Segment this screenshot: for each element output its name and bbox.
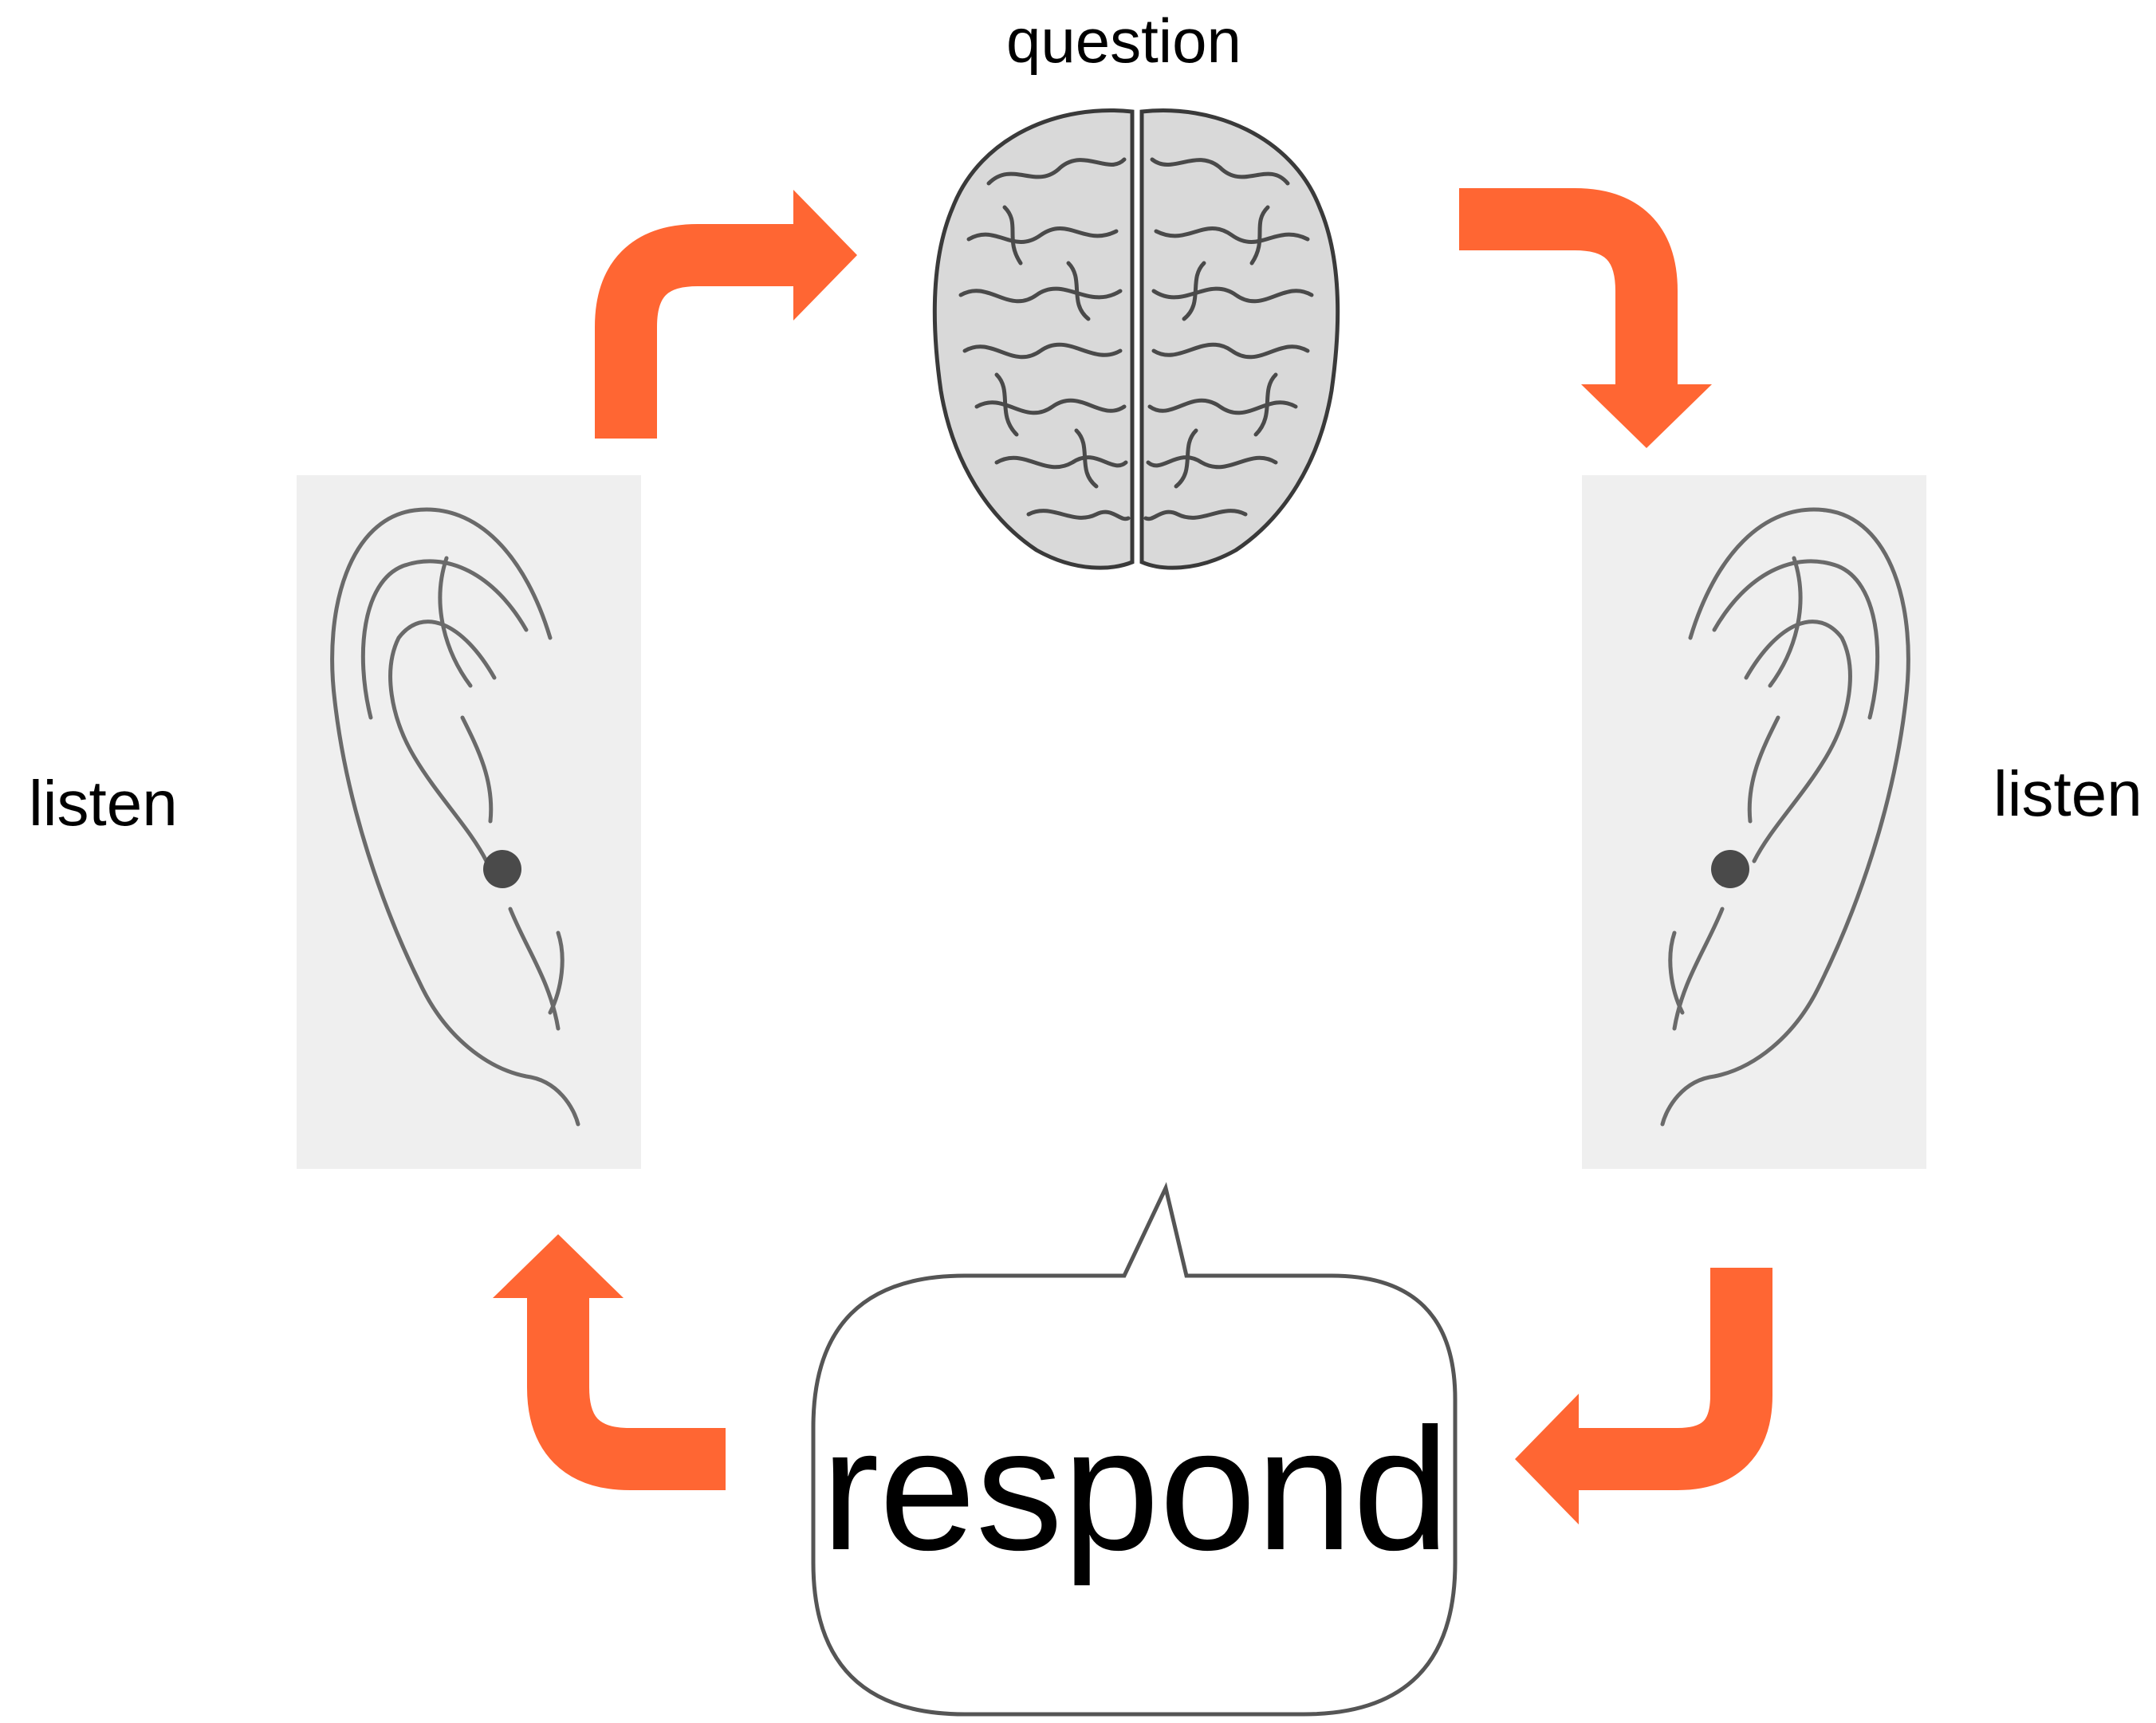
arrow-down-left-icon (1515, 1268, 1772, 1524)
ear-icon (1660, 507, 1910, 1127)
speech-bubble-icon (811, 1182, 1458, 1717)
arrow-up-right-icon (595, 190, 857, 439)
left-ear-illustration (297, 475, 641, 1169)
arrow-right-down-icon (1459, 188, 1712, 448)
brain-icon (932, 108, 1340, 570)
question-label: question (1006, 6, 1241, 76)
listen-left-label: listen (29, 768, 178, 839)
respond-label: respond (821, 1393, 1450, 1587)
arrow-left-up-icon (493, 1234, 726, 1490)
listen-right-label: listen (1993, 758, 2142, 829)
ear-icon (330, 507, 580, 1127)
right-ear-illustration (1582, 475, 1926, 1169)
